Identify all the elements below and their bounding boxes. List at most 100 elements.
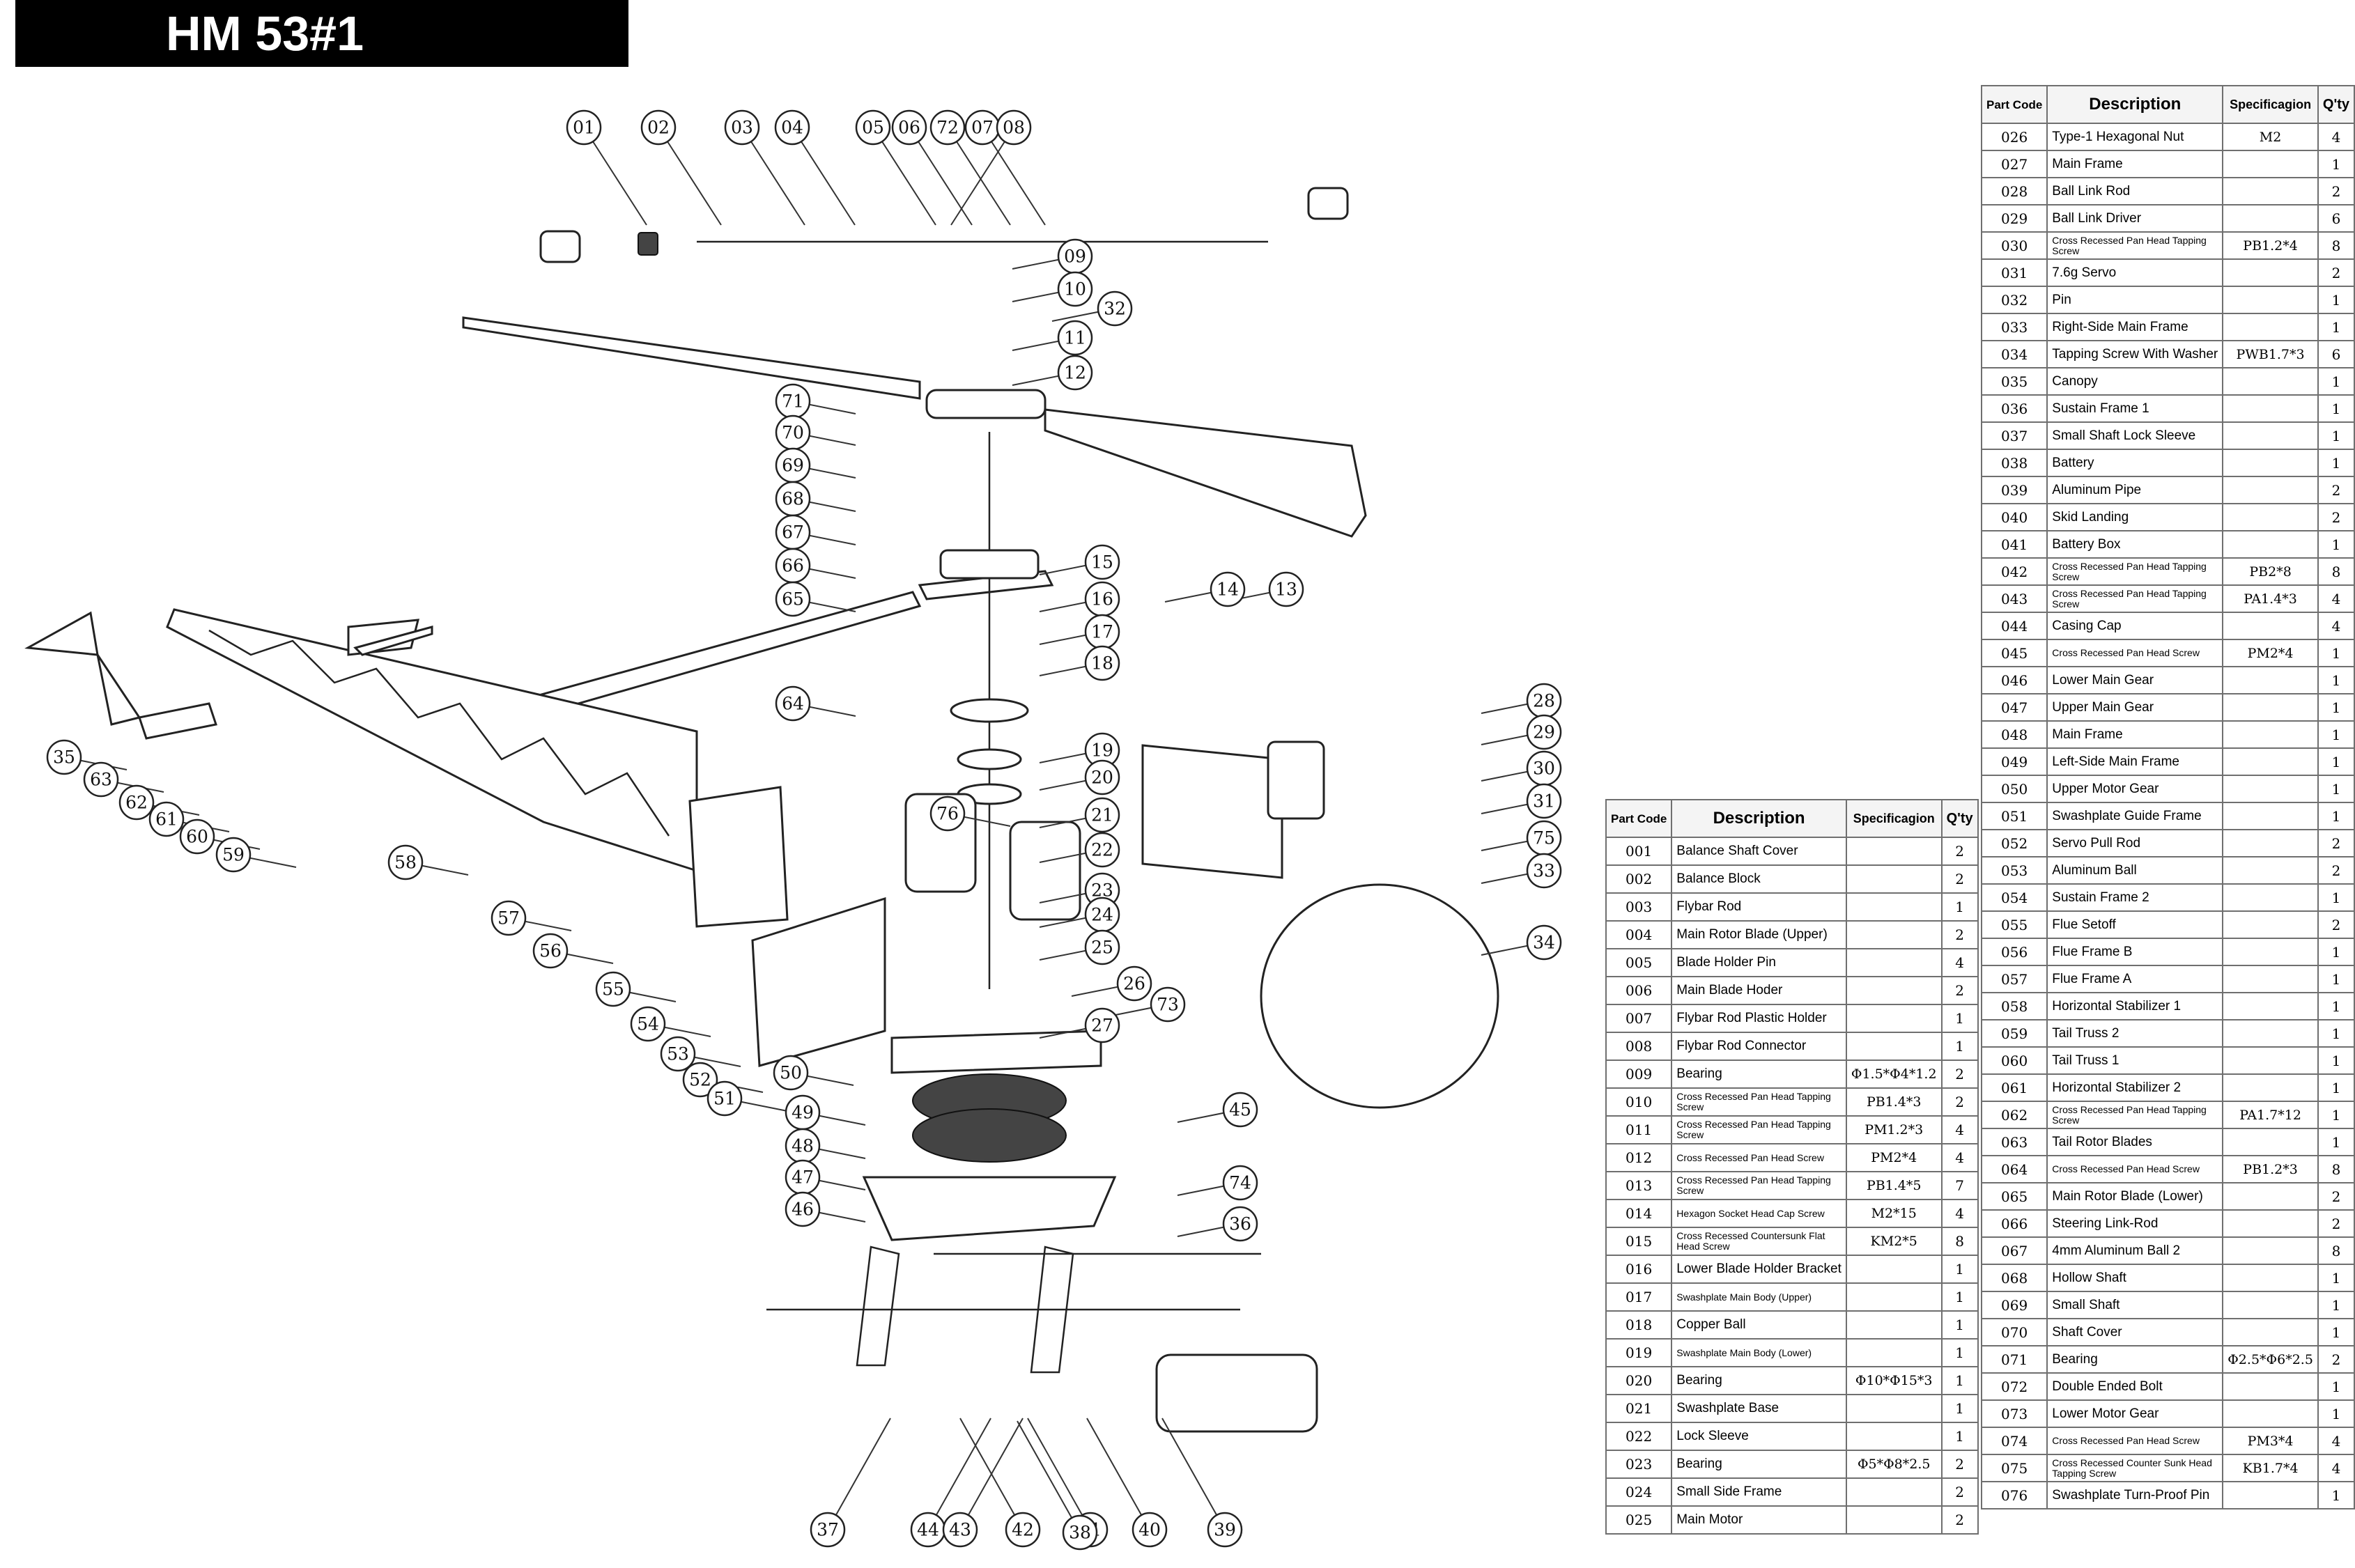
bearing bbox=[957, 748, 1022, 770]
cell-description: Flybar Rod Connector bbox=[1671, 1032, 1847, 1061]
cell-part-code: 004 bbox=[1605, 920, 1673, 949]
callout-circle bbox=[1084, 759, 1120, 795]
cell-part-code: 029 bbox=[1980, 204, 2048, 233]
cell-quantity: 2 bbox=[2317, 1182, 2355, 1211]
callout-number: 53 bbox=[667, 1044, 689, 1064]
part-callout: 02 bbox=[640, 109, 677, 146]
cell-description: Tail Truss 1 bbox=[2046, 1046, 2224, 1075]
leader-lines bbox=[63, 127, 1545, 1533]
callout-number: 21 bbox=[1091, 805, 1113, 825]
leader-line bbox=[950, 127, 1014, 226]
callout-circle bbox=[1084, 929, 1120, 965]
callout-circle bbox=[660, 1036, 696, 1072]
cell-part-code: 060 bbox=[1980, 1046, 2048, 1075]
part-callout: 32 bbox=[1097, 290, 1133, 327]
cell-quantity: 1 bbox=[2317, 1399, 2355, 1428]
callout-circle bbox=[215, 837, 252, 873]
cell-specification: PB1.4*5 bbox=[1845, 1171, 1943, 1200]
callout-circle bbox=[775, 581, 811, 617]
cell-part-code: 075 bbox=[1980, 1454, 2048, 1482]
cell-quantity: 1 bbox=[2317, 449, 2355, 477]
cell-specification: Φ5*Φ8*2.5 bbox=[1845, 1450, 1943, 1479]
cell-quantity: 1 bbox=[2317, 150, 2355, 178]
callout-number: 65 bbox=[782, 589, 804, 610]
cell-quantity: 2 bbox=[2317, 258, 2355, 287]
callout-circle bbox=[1084, 797, 1120, 833]
callout-number: 33 bbox=[1533, 861, 1555, 881]
cell-part-code: 032 bbox=[1980, 286, 2048, 314]
callout-number: 69 bbox=[782, 456, 804, 476]
header-specification: Specificagion bbox=[2222, 85, 2319, 124]
cell-part-code: 059 bbox=[1980, 1019, 2048, 1048]
cell-part-code: 025 bbox=[1605, 1505, 1673, 1535]
part-callout: 69 bbox=[775, 447, 811, 483]
cell-part-code: 061 bbox=[1980, 1073, 2048, 1102]
cell-part-code: 003 bbox=[1605, 892, 1673, 922]
callout-circle bbox=[1526, 924, 1562, 961]
cell-part-code: 034 bbox=[1980, 340, 2048, 368]
cell-description: Lower Motor Gear bbox=[2046, 1399, 2224, 1428]
callout-circle bbox=[682, 1062, 718, 1098]
callout-number: 23 bbox=[1091, 880, 1113, 901]
part-callout: 50 bbox=[773, 1055, 809, 1091]
callout-circle bbox=[1005, 1512, 1041, 1548]
callout-number: 16 bbox=[1091, 589, 1113, 610]
callout-circle bbox=[1057, 355, 1093, 391]
cell-description: Battery bbox=[2046, 449, 2224, 477]
leader-line bbox=[982, 127, 1046, 226]
leader-line bbox=[741, 127, 805, 226]
callout-number: 70 bbox=[782, 423, 804, 443]
callout-circle bbox=[706, 1080, 743, 1117]
cell-quantity: 6 bbox=[2317, 204, 2355, 233]
cell-description: Small Shaft Lock Sleeve bbox=[2046, 421, 2224, 450]
part-callout: 74 bbox=[1222, 1165, 1258, 1201]
cell-specification bbox=[2222, 829, 2319, 857]
cell-specification bbox=[2222, 1073, 2319, 1102]
cell-part-code: 016 bbox=[1605, 1255, 1673, 1284]
cell-description: Cross Recessed Pan Head Screw bbox=[1671, 1143, 1847, 1172]
cell-description: Bearing bbox=[1671, 1450, 1847, 1479]
cell-specification bbox=[2222, 1264, 2319, 1292]
cell-part-code: 028 bbox=[1980, 177, 2048, 205]
cell-description: Horizontal Stabilizer 2 bbox=[2046, 1073, 2224, 1102]
cell-quantity: 1 bbox=[2317, 367, 2355, 396]
cell-part-code: 005 bbox=[1605, 948, 1673, 977]
callout-number: 38 bbox=[1069, 1523, 1091, 1543]
cell-description: Upper Main Gear bbox=[2046, 693, 2224, 722]
cell-specification: M2*15 bbox=[1845, 1199, 1943, 1228]
part-callout: 46 bbox=[785, 1191, 821, 1227]
cell-description: Sustain Frame 1 bbox=[2046, 394, 2224, 423]
cell-part-code: 002 bbox=[1605, 864, 1673, 894]
sustain-frame bbox=[862, 1176, 1117, 1241]
callout-circle bbox=[929, 795, 966, 832]
cell-description: Small Shaft bbox=[2046, 1291, 2224, 1319]
cell-description: Skid Landing bbox=[2046, 503, 2224, 531]
cell-quantity: 8 bbox=[2317, 231, 2355, 260]
cell-description: Lock Sleeve bbox=[1671, 1422, 1847, 1451]
cell-quantity: 1 bbox=[2317, 1264, 2355, 1292]
cell-description: Cross Recessed Pan Head Tapping Screw bbox=[2046, 584, 2224, 613]
cell-specification bbox=[2222, 421, 2319, 450]
callout-circle bbox=[532, 933, 569, 969]
cell-description: Main Frame bbox=[2046, 150, 2224, 178]
cell-specification bbox=[2222, 1399, 2319, 1428]
callout-number: 57 bbox=[497, 908, 520, 929]
skid-landing bbox=[1030, 1245, 1074, 1374]
cell-quantity: 2 bbox=[1940, 837, 1979, 866]
callout-number: 48 bbox=[792, 1136, 814, 1156]
cell-part-code: 009 bbox=[1605, 1059, 1673, 1089]
cell-specification bbox=[2222, 938, 2319, 966]
callout-number: 47 bbox=[792, 1167, 814, 1188]
cell-quantity: 8 bbox=[2317, 1155, 2355, 1183]
part-callout: 59 bbox=[215, 837, 252, 873]
cell-part-code: 014 bbox=[1605, 1199, 1673, 1228]
